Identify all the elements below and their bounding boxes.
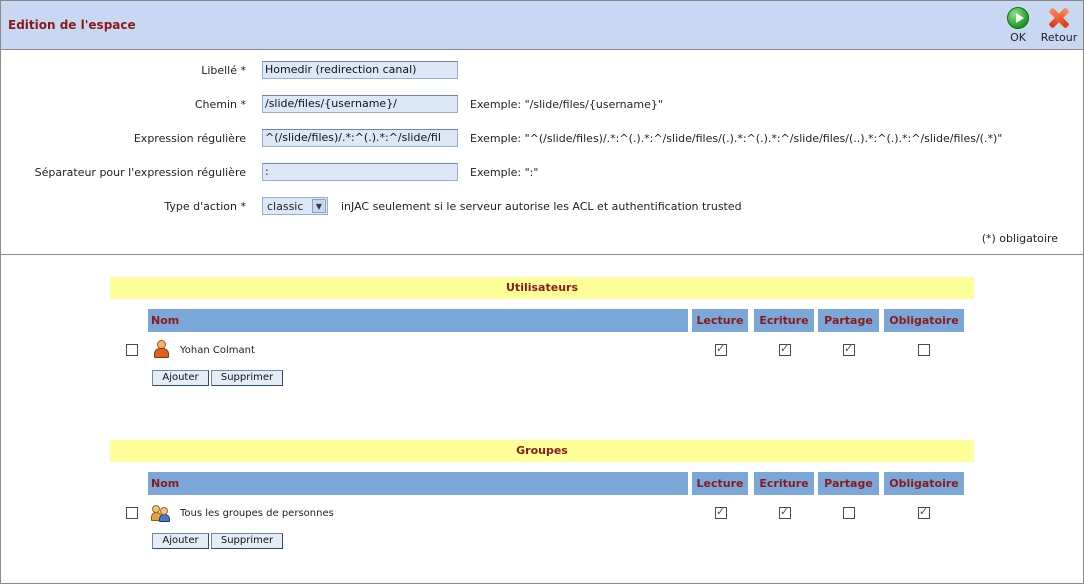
label-field-label: Libellé * [201, 64, 246, 77]
path-example: Exemple: "/slide/files/{username}" [470, 98, 663, 111]
user-read-checkbox[interactable] [715, 342, 727, 356]
groups-col-read: Lecture [692, 472, 748, 495]
users-col-name: Nom [148, 309, 688, 332]
regex-example: Exemple: "^(/slide/files)/.*:^(.).*:^/sl… [470, 132, 1003, 145]
users-col-mandatory: Obligatoire [884, 309, 964, 332]
regex-input[interactable]: ^(/slide/files)/.*:^(.).*:^/slide/fil [262, 129, 458, 147]
groups-add-button[interactable]: Ajouter [152, 533, 209, 549]
separator-field-label: Séparateur pour l'expression régulière [34, 166, 246, 179]
users-col-share: Partage [818, 309, 879, 332]
users-remove-button[interactable]: Supprimer [211, 370, 283, 386]
chevron-down-icon[interactable]: ▼ [312, 199, 326, 213]
regex-field-label: Expression régulière [133, 132, 246, 145]
action-type-note: inJAC seulement si le serveur autorise l… [341, 200, 742, 213]
user-write-checkbox[interactable] [779, 342, 791, 356]
user-mandatory-checkbox[interactable] [918, 344, 930, 356]
page-title: Edition de l'espace [8, 18, 136, 32]
group-mandatory-checkbox[interactable] [918, 505, 930, 519]
form-row-label: Libellé * Homedir (redirection canal) [0, 61, 1082, 81]
form-row-regex: Expression régulière ^(/slide/files)/.*:… [0, 129, 1082, 149]
group-write-checkbox[interactable] [779, 505, 791, 519]
user-select-checkbox[interactable] [126, 344, 138, 356]
groups-section-title: Groupes [110, 440, 974, 462]
users-col-write: Ecriture [754, 309, 814, 332]
path-field-label: Chemin * [194, 98, 246, 111]
users-section-title: Utilisateurs [110, 277, 974, 299]
label-input[interactable]: Homedir (redirection canal) [262, 61, 458, 79]
mandatory-note: (*) obligatoire [981, 232, 1058, 245]
group-read-checkbox[interactable] [715, 505, 727, 519]
back-button[interactable]: Retour [1037, 7, 1081, 44]
form-row-separator: Séparateur pour l'expression régulière :… [0, 163, 1082, 183]
action-type-value: classic [267, 200, 304, 213]
groups-col-write: Ecriture [754, 472, 814, 495]
group-share-checkbox[interactable] [843, 507, 855, 519]
users-add-button[interactable]: Ajouter [152, 370, 209, 386]
user-share-checkbox[interactable] [843, 342, 855, 356]
groups-col-name: Nom [148, 472, 688, 495]
action-type-label: Type d'action * [164, 200, 246, 213]
groups-col-share: Partage [818, 472, 879, 495]
form-row-action-type: Type d'action * classic ▼ inJAC seulemen… [0, 197, 1082, 217]
ok-button[interactable]: OK [1005, 7, 1031, 44]
groups-remove-button[interactable]: Supprimer [211, 533, 283, 549]
separator-example: Exemple: ":" [470, 166, 539, 179]
groups-col-mandatory: Obligatoire [884, 472, 964, 495]
group-name: Tous les groupes de personnes [180, 508, 334, 519]
play-icon [1007, 7, 1029, 29]
separator-input[interactable]: : [262, 163, 458, 181]
close-icon [1048, 7, 1070, 29]
ok-label: OK [1010, 31, 1026, 44]
user-name: Yohan Colmant [180, 345, 255, 356]
form-row-path: Chemin * /slide/files/{username}/ Exempl… [0, 95, 1082, 115]
divider [1, 254, 1083, 255]
group-icon [151, 504, 171, 522]
path-input[interactable]: /slide/files/{username}/ [262, 95, 458, 113]
action-type-select[interactable]: classic ▼ [262, 197, 328, 215]
back-label: Retour [1040, 31, 1078, 44]
users-col-read: Lecture [692, 309, 748, 332]
user-icon [153, 340, 169, 358]
group-select-checkbox[interactable] [126, 507, 138, 519]
header-bar: Edition de l'espace OK Retour [1, 1, 1083, 50]
